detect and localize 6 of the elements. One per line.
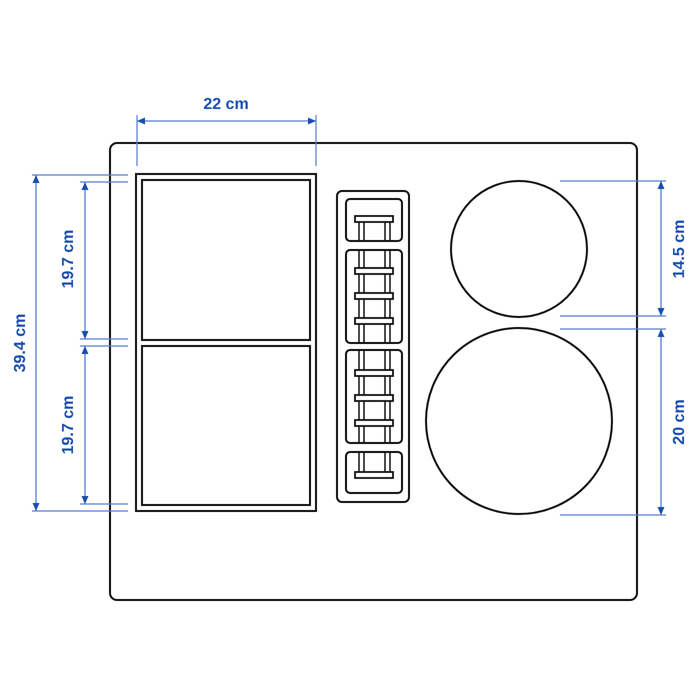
- dimension-label: 20 cm: [672, 399, 688, 445]
- dimension-label: 39.4 cm: [13, 314, 29, 372]
- dimension-label: 22 cm: [203, 97, 249, 113]
- dimension-label: 19.7 cm: [61, 396, 77, 454]
- dimension-label: 14.5 cm: [672, 220, 688, 278]
- dimension-label: 19.7 cm: [61, 230, 77, 288]
